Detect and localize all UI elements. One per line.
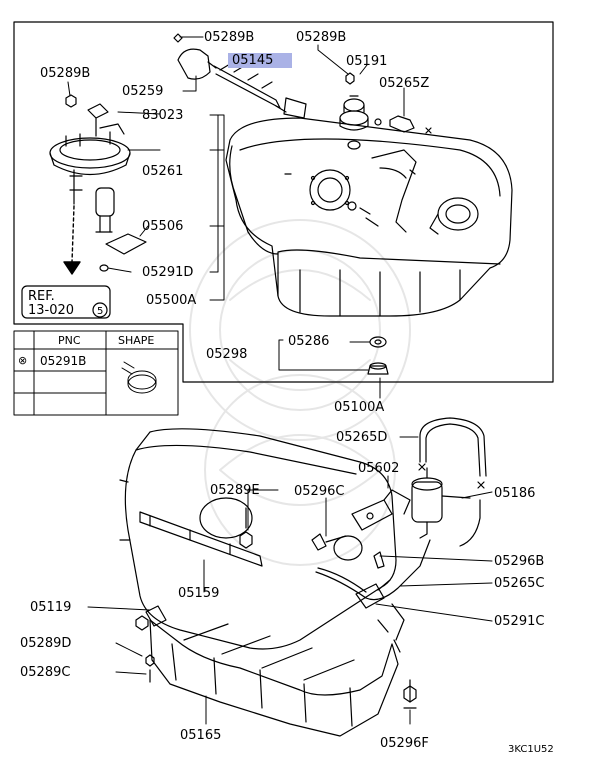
hose-05265Z xyxy=(374,115,432,134)
lower-fittings xyxy=(135,489,431,709)
label-05289B-left: 05289B xyxy=(40,66,91,81)
upper-frame xyxy=(13,21,554,383)
ref-circled-number: 5 xyxy=(97,306,104,317)
ref-circle xyxy=(92,302,108,318)
label-05602: 05602 xyxy=(358,461,400,476)
label-05296C: 05296C xyxy=(294,484,345,499)
label-05165: 05165 xyxy=(180,728,222,743)
ref-arrow xyxy=(63,205,81,275)
label-05289E: 05289E xyxy=(210,483,260,498)
label-05286: 05286 xyxy=(288,334,330,349)
label-05119: 05119 xyxy=(30,600,72,615)
label-05159: 05159 xyxy=(178,586,220,601)
label-05265C: 05265C xyxy=(494,576,545,591)
label-05289B-top1: 05289B xyxy=(204,30,255,45)
label-05186: 05186 xyxy=(494,486,536,501)
label-05291D: 05291D xyxy=(142,265,194,280)
label-83023: 83023 xyxy=(142,108,184,123)
label-05291C: 05291C xyxy=(494,614,545,629)
bolt-05289B-left xyxy=(65,94,77,108)
table-header-pnc: PNC xyxy=(58,334,81,347)
leaders-lower xyxy=(87,436,493,725)
ref-line2: 13-020 xyxy=(28,303,75,318)
label-05145-highlighted: 05145 xyxy=(228,53,292,68)
label-05261: 05261 xyxy=(142,164,184,179)
fuel-filter-05186 xyxy=(411,467,471,539)
fuel-pump-assembly xyxy=(49,103,147,272)
label-05289D: 05289D xyxy=(20,636,72,651)
diagram-code: 3KC1U52 xyxy=(508,744,554,755)
label-05100A: 05100A xyxy=(334,400,385,415)
label-05191: 05191 xyxy=(346,54,388,69)
leaders-upper xyxy=(67,36,405,399)
filler-cap xyxy=(339,95,369,150)
label-05506: 05506 xyxy=(142,219,184,234)
label-05296F: 05296F xyxy=(380,736,429,751)
parts-05286-05298 xyxy=(367,336,389,375)
ref-line1: REF. xyxy=(28,289,55,304)
label-05296B: 05296B xyxy=(494,554,545,569)
bolt-05289B-top xyxy=(345,72,355,85)
hose-05265D xyxy=(418,417,487,547)
upper-fuel-tank xyxy=(225,117,513,317)
label-05298: 05298 xyxy=(206,347,248,362)
shape-table-grid xyxy=(13,330,179,416)
label-05265D: 05265D xyxy=(336,430,388,445)
label-05289C: 05289C xyxy=(20,665,71,680)
lower-fuel-tank xyxy=(119,428,405,737)
table-row-symbol: ⊗ xyxy=(18,354,28,367)
label-05289B-top2: 05289B xyxy=(296,30,347,45)
label-05265Z: 05265Z xyxy=(379,76,430,91)
fuel-gauge-unit xyxy=(173,33,307,119)
label-05259: 05259 xyxy=(122,84,164,99)
table-header-shape: SHAPE xyxy=(118,334,155,347)
ref-box xyxy=(21,285,111,319)
table-row-pnc: 05291B xyxy=(40,354,87,368)
label-05500A: 05500A xyxy=(146,293,197,308)
